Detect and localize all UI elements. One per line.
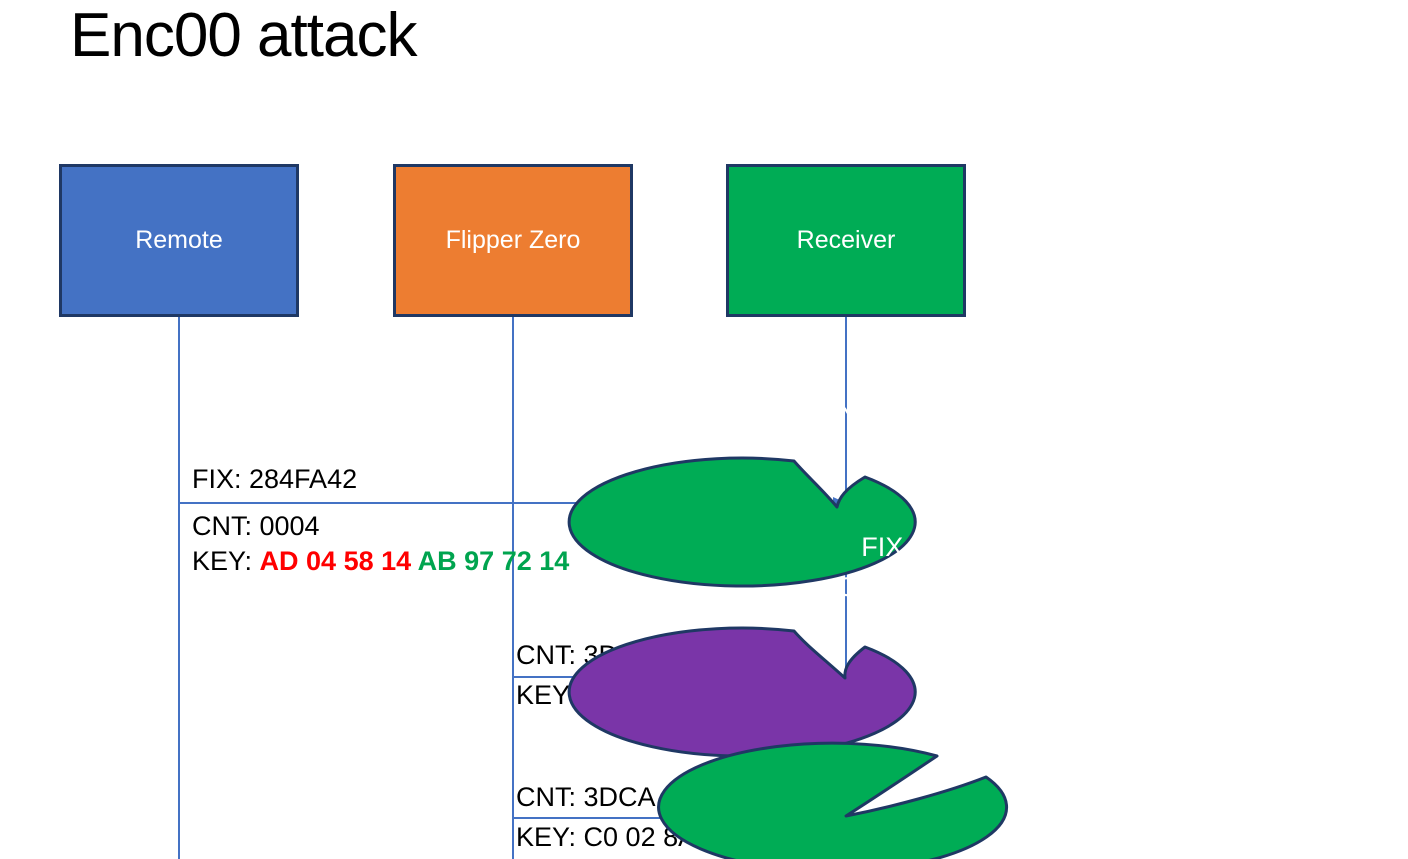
message-1-key-red-bytes: AD 04 58 14	[259, 546, 418, 576]
message-1-key: KEY: AD 04 58 14 AB 97 72 14	[192, 546, 569, 577]
page-title: Enc00 attack	[70, 1, 417, 70]
callout-1-line: “Opened”	[858, 442, 974, 472]
lifeline-remote	[178, 317, 180, 859]
actor-remote-label: Remote	[135, 226, 223, 254]
actor-receiver-label: Receiver	[796, 226, 896, 254]
actor-receiver-box: Receiver	[726, 164, 966, 317]
lifeline-flipper-zero	[512, 317, 514, 859]
callout-2-line: CNT 3DC9 is	[836, 572, 996, 602]
message-3-cnt: CNT: 3DCA	[516, 782, 656, 812]
callout-receiver-future-code: FIX good CNT 3DC9 is future code	[567, 518, 1100, 758]
callout-2-line: future code	[848, 612, 984, 642]
speech-bubble-shape	[657, 741, 1009, 859]
speech-bubble-icon	[567, 456, 917, 588]
actor-remote-box: Remote	[59, 164, 299, 317]
message-1-fix: FIX: 284FA42	[192, 464, 358, 494]
actor-flipper-zero-label: Flipper Zero	[445, 226, 581, 254]
message-1-key-prefix: KEY:	[192, 546, 260, 576]
lifeline-receiver	[845, 317, 847, 859]
speech-bubble-shape	[567, 456, 917, 588]
callout-receiver-opened-1: FIX good CNT 0001 good “Opened”	[567, 348, 1100, 588]
callout-3-line: FIX good	[1036, 672, 1146, 702]
callout-3-line: CNT is 3DCA	[1010, 712, 1172, 742]
callout-1-line: FIX good	[861, 362, 971, 392]
actor-flipper-zero-box: Flipper Zero	[393, 164, 633, 317]
callout-2-text: FIX good CNT 3DC9 is future code	[756, 527, 1076, 647]
callout-1-text: FIX good CNT 0001 good “Opened”	[756, 357, 1076, 477]
message-1-cnt: CNT: 0004	[192, 511, 320, 541]
callout-3-text: FIX good CNT is 3DCA “Opened”	[931, 667, 1251, 787]
callout-receiver-opened-2: FIX good CNT is 3DCA “Opened”	[657, 655, 1280, 859]
callout-1-line: CNT 0001 good	[820, 402, 1012, 432]
callout-2-line: FIX good	[861, 532, 971, 562]
callout-3-line: “Opened”	[1033, 752, 1149, 782]
message-arrow-1	[178, 502, 834, 504]
speech-bubble-icon	[657, 741, 1009, 859]
message-1-key-green-bytes: AB 97 72 14	[417, 546, 570, 576]
